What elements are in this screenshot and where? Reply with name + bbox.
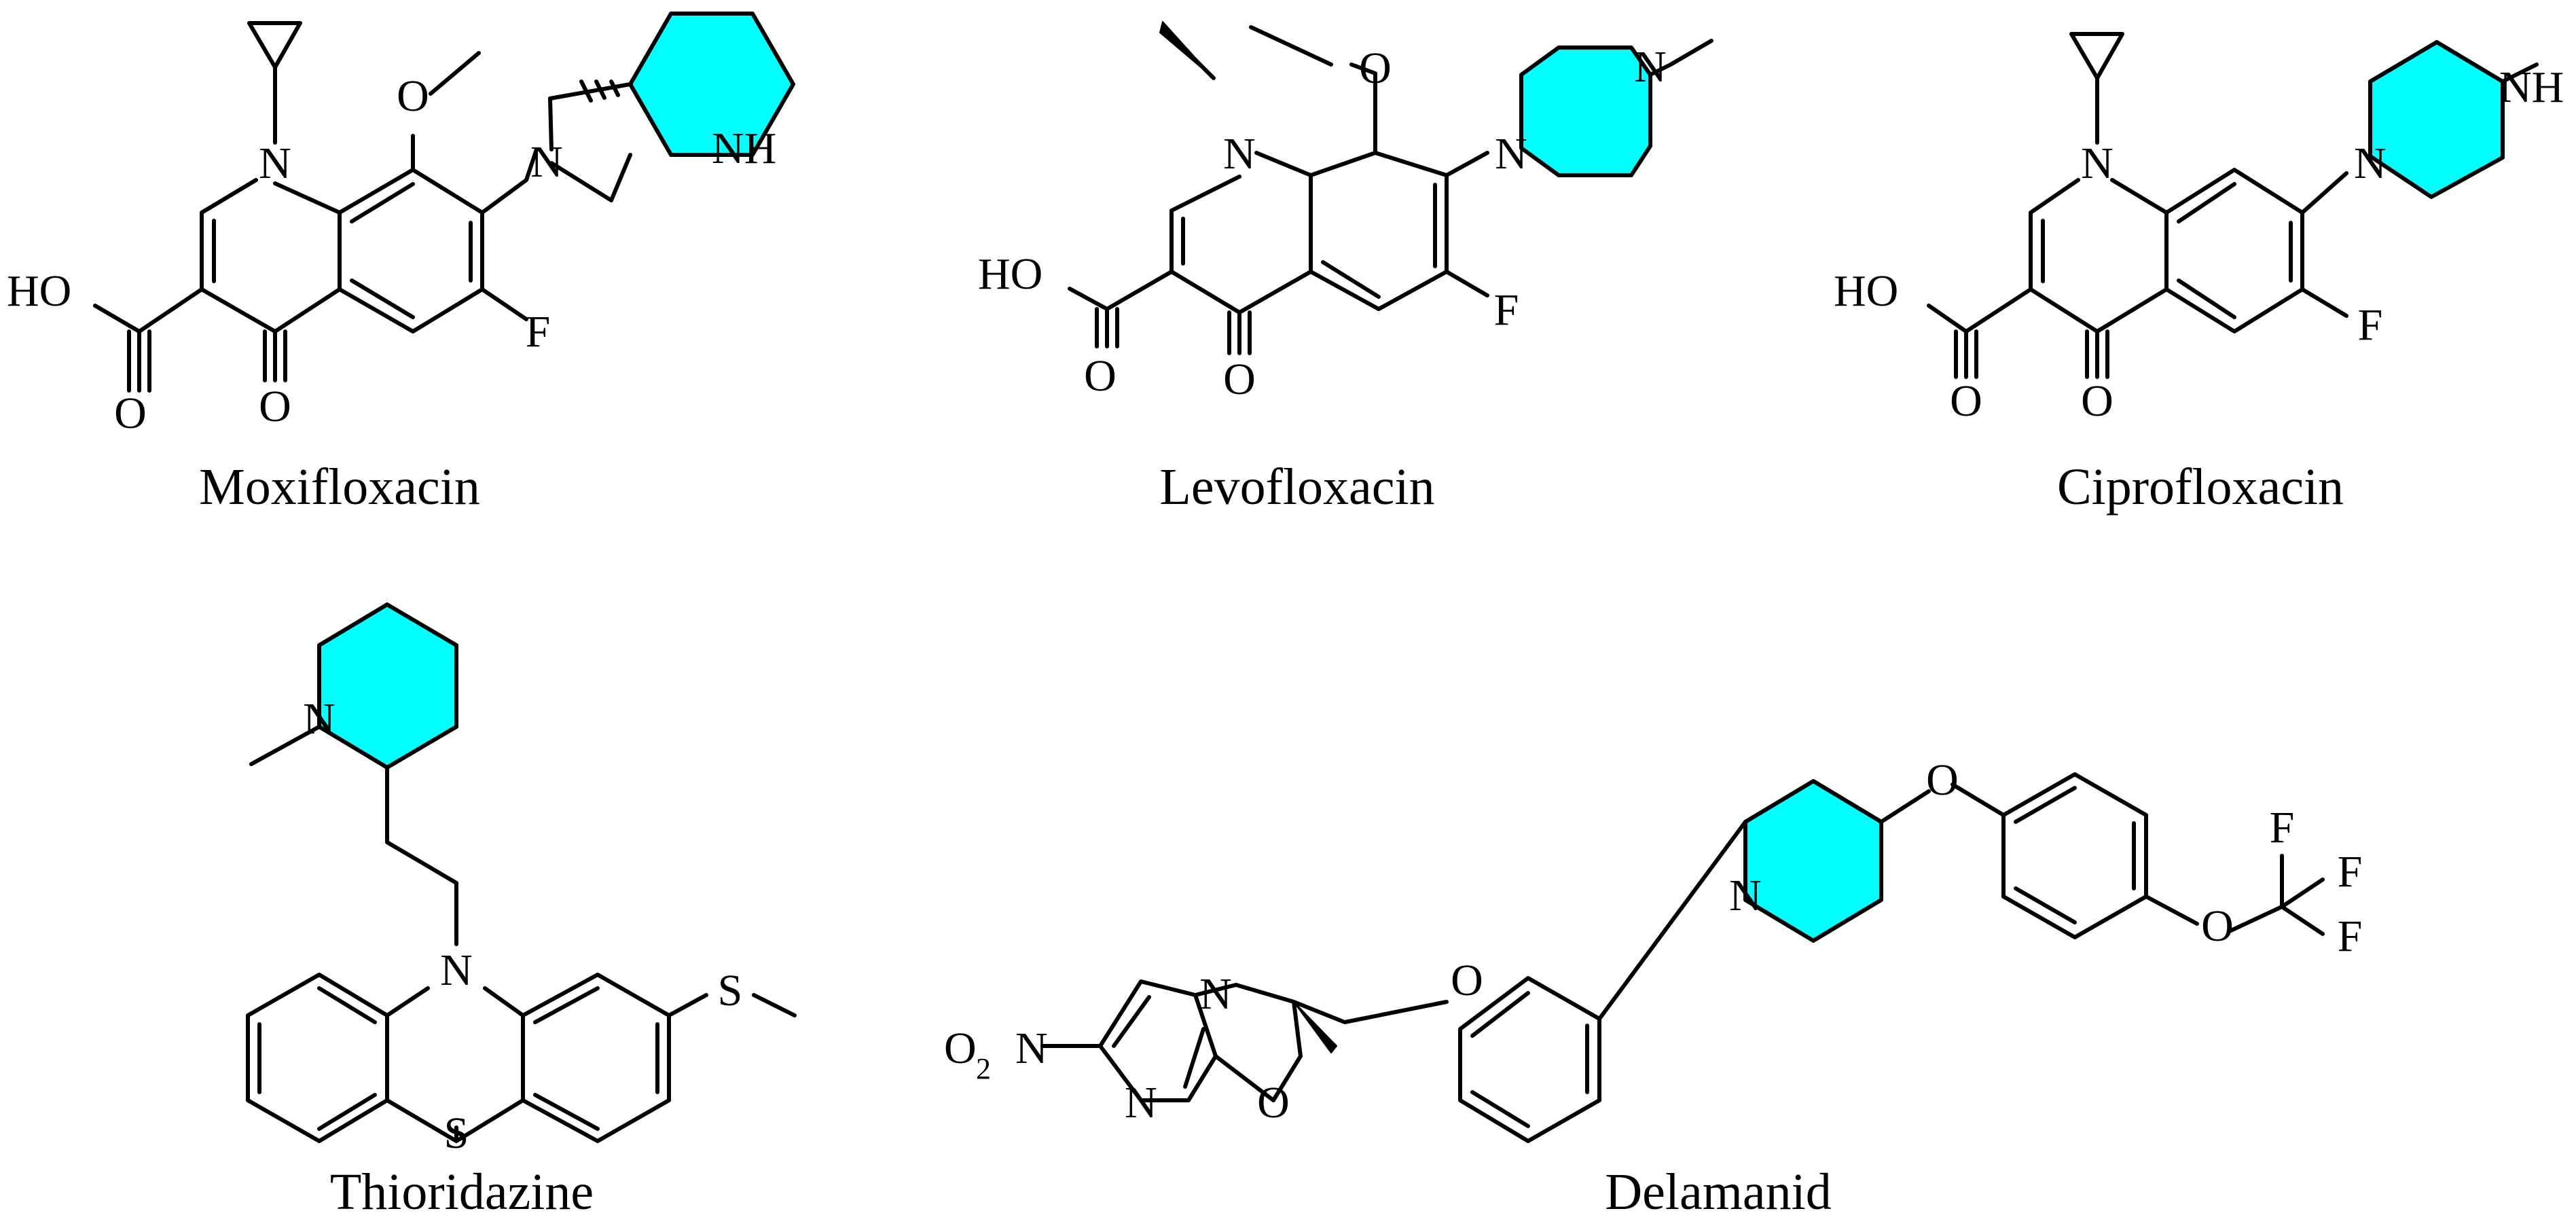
atom-label: HO xyxy=(7,266,71,316)
atom-label: O xyxy=(1451,956,1483,1005)
molecule-name-delamanid: Delamanid xyxy=(1605,1163,1831,1221)
molecule-levofloxacin: O N N N HO O O F Levofloxacin xyxy=(978,21,1713,516)
stereo-hash-moxifloxacin xyxy=(579,79,620,103)
atom-label: HO xyxy=(1834,266,1898,316)
molecule-name-thioridazine: Thioridazine xyxy=(330,1163,594,1221)
bonds-moxifloxacin xyxy=(93,21,632,393)
atom-label: HO xyxy=(978,249,1042,299)
atom-label: O xyxy=(259,382,291,431)
atom-label: N xyxy=(1495,129,1527,179)
atom-label: O xyxy=(1223,355,1256,404)
atom-label: N xyxy=(1223,129,1256,179)
atom-label: F xyxy=(2270,803,2295,852)
atom-label: N xyxy=(1125,1078,1157,1127)
highlight-ring-levofloxacin xyxy=(1519,46,1652,177)
atom-label: N xyxy=(2081,139,2114,188)
molecule-name-ciprofloxacin: Ciprofloxacin xyxy=(2057,458,2344,516)
atom-label: NH xyxy=(2499,62,2564,112)
molecule-moxifloxacin: N O N NH HO O O F Moxifloxacin xyxy=(7,12,795,516)
atom-label: F xyxy=(526,307,551,357)
atom-label: O xyxy=(1950,376,1982,426)
atom-label: O xyxy=(2081,376,2114,426)
atom-label: 2 xyxy=(976,1052,991,1085)
atom-label: O xyxy=(114,389,147,438)
atom-label: O xyxy=(1257,1078,1290,1127)
atom-label: N xyxy=(259,139,291,188)
atom-label: O xyxy=(1084,351,1117,401)
molecule-name-moxifloxacin: Moxifloxacin xyxy=(199,458,480,516)
atom-label: O xyxy=(2201,901,2234,951)
atom-label: N xyxy=(1015,1024,1048,1073)
atom-label: O xyxy=(1359,43,1392,93)
bonds-thioridazine xyxy=(246,725,797,1143)
atom-label: O xyxy=(1926,755,1959,805)
molecule-thioridazine: N N S S Thioridazine xyxy=(246,602,797,1221)
atom-label: N xyxy=(1199,969,1232,1019)
bonds-ciprofloxacin xyxy=(1927,32,2539,379)
atom-label: N xyxy=(303,694,335,744)
atom-label: N xyxy=(1634,42,1667,92)
atom-label: F xyxy=(1494,285,1519,335)
molecule-delamanid: O N O O F F F O 2 N N N O Delamanid xyxy=(944,755,2362,1221)
stereo-wedge-delamanid xyxy=(1293,1001,1337,1053)
atom-label: N xyxy=(440,945,473,995)
highlight-ring-ciprofloxacin xyxy=(2368,40,2505,199)
molecule-name-levofloxacin: Levofloxacin xyxy=(1159,458,1434,516)
molecule-ciprofloxacin: N N NH HO O O F Ciprofloxacin xyxy=(1834,32,2564,516)
stereo-wedge-levofloxacin xyxy=(1159,21,1214,79)
atom-label: N xyxy=(2354,139,2387,188)
atom-label: S xyxy=(444,1108,469,1158)
atom-label: O xyxy=(397,71,429,121)
atom-label: F xyxy=(2338,847,2363,897)
atom-label: NH xyxy=(712,124,776,173)
atom-label: N xyxy=(530,137,563,187)
atom-label: N xyxy=(1729,871,1762,920)
bonds-delamanid xyxy=(1040,772,2325,1143)
atom-label: F xyxy=(2358,300,2383,350)
atom-label: O xyxy=(944,1024,977,1073)
atom-label: S xyxy=(718,966,743,1015)
atom-label: F xyxy=(2338,911,2363,961)
